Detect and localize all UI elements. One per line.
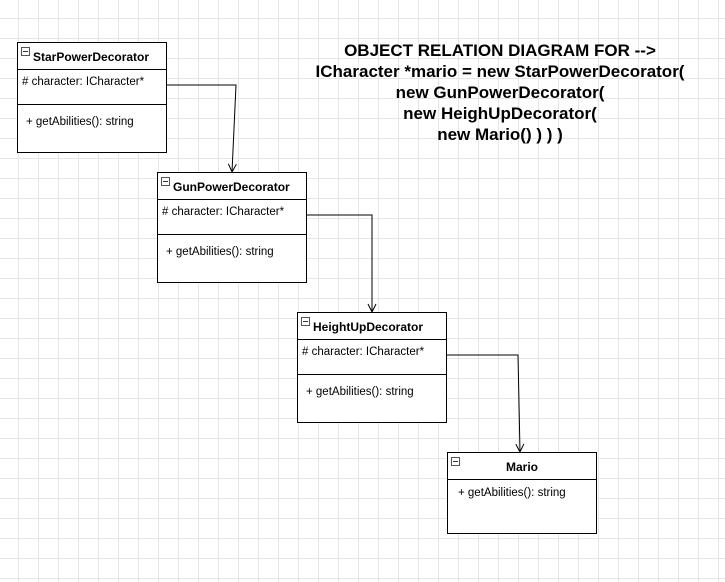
title-line-2: ICharacter *mario = new StarPowerDecorat… [315,62,685,81]
title-line-3: new GunPowerDecorator( [395,83,605,102]
diagram-title: OBJECT RELATION DIAGRAM FOR --> ICharact… [290,40,710,145]
class-attributes: # character: ICharacter* [18,70,166,105]
class-attributes: # character: ICharacter* [158,200,306,235]
class-header: GunPowerDecorator [158,173,306,200]
link-gun-to-height [306,214,372,312]
title-line-4: new HeighUpDecorator( [403,104,597,123]
operation-get-abilities: + getAbilities(): string [306,386,414,398]
class-gun-power-decorator[interactable]: GunPowerDecorator # character: ICharacte… [157,172,307,283]
class-header: HeightUpDecorator [298,313,446,340]
class-header: StarPowerDecorator [18,43,166,70]
class-name: StarPowerDecorator [33,50,150,64]
attribute-character: # character: ICharacter* [302,346,425,358]
operation-get-abilities: + getAbilities(): string [166,246,274,258]
class-star-power-decorator[interactable]: StarPowerDecorator # character: ICharact… [17,42,167,153]
class-header: Mario [448,453,596,480]
collapse-icon[interactable] [301,317,310,326]
title-line-5: new Mario() ) ) ) [437,125,563,144]
link-height-to-mario [446,354,520,452]
class-attributes: # character: ICharacter* [298,340,446,375]
operation-get-abilities: + getAbilities(): string [26,116,134,128]
class-height-up-decorator[interactable]: HeightUpDecorator # character: ICharacte… [297,312,447,423]
collapse-icon[interactable] [161,177,170,186]
class-name: GunPowerDecorator [173,180,290,194]
title-line-1: OBJECT RELATION DIAGRAM FOR --> [344,41,656,60]
class-name: HeightUpDecorator [313,320,424,334]
class-mario[interactable]: Mario + getAbilities(): string [447,452,597,534]
link-star-to-gun [166,84,236,172]
operation-get-abilities: + getAbilities(): string [458,487,566,499]
attribute-character: # character: ICharacter* [162,206,285,218]
collapse-icon[interactable] [451,457,460,466]
attribute-character: # character: ICharacter* [22,76,145,88]
collapse-icon[interactable] [21,47,30,56]
class-name: Mario [505,460,538,474]
